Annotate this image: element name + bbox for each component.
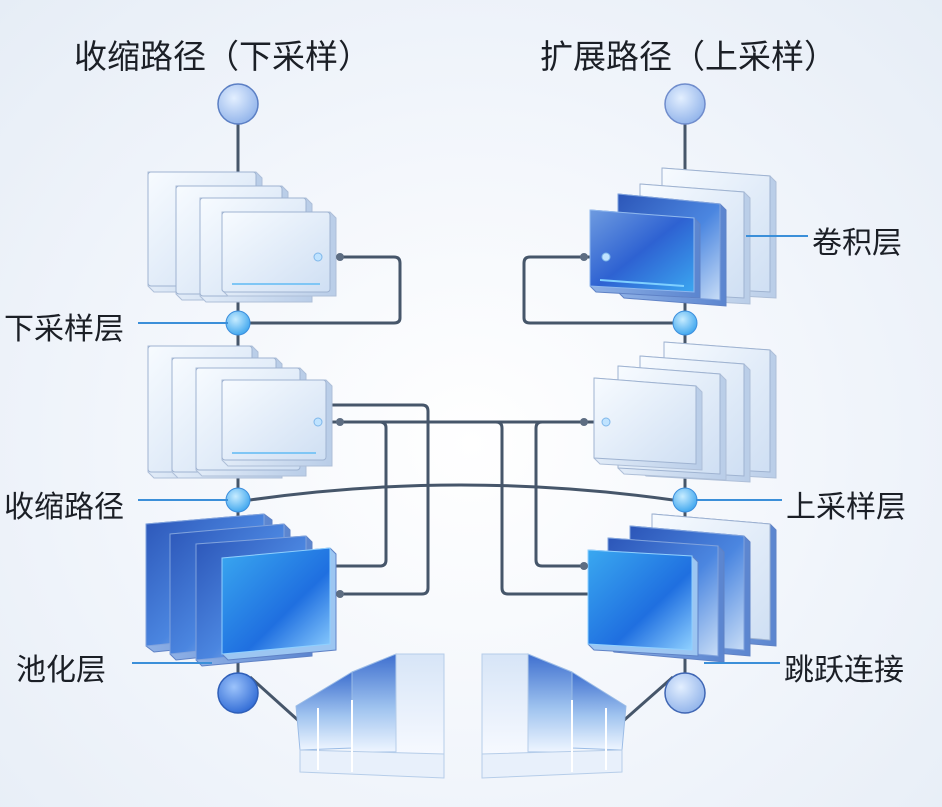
label-contracting-path: 收缩路径	[4, 490, 124, 525]
left-block-group-2	[147, 345, 333, 479]
right-block-group-1	[589, 167, 777, 307]
conv-block	[221, 211, 337, 297]
right-small-nodes	[672, 310, 698, 513]
label-pooling-layer: 池化层	[16, 653, 106, 688]
label-downsample-layer: 下采样层	[4, 312, 124, 347]
skip-connections	[248, 255, 674, 724]
conv-block	[221, 379, 333, 467]
right-title: 扩展路径（上采样）	[540, 37, 837, 76]
left-title: 收缩路径（下采样）	[74, 37, 371, 76]
conv-block	[221, 547, 337, 661]
right-bottom-node	[664, 672, 706, 714]
left-input-node	[217, 83, 259, 125]
right-block-group-3	[587, 513, 777, 663]
label-conv-layer: 卷积层	[812, 226, 902, 261]
right-block-group-2	[593, 341, 777, 483]
label-skip-connection: 跳跃连接	[784, 653, 904, 688]
right-output-node	[664, 83, 706, 125]
conv-block	[593, 377, 703, 471]
label-upsample-layer: 上采样层	[786, 490, 906, 525]
label-leaders	[132, 235, 808, 664]
bottleneck-right	[481, 653, 627, 779]
left-block-group-1	[147, 171, 337, 303]
connector-dots	[313, 252, 611, 598]
bottleneck-left	[295, 653, 445, 779]
left-bottom-node	[217, 672, 259, 714]
left-block-group-3	[145, 513, 337, 667]
conv-block	[587, 549, 699, 657]
conv-block	[589, 209, 701, 299]
